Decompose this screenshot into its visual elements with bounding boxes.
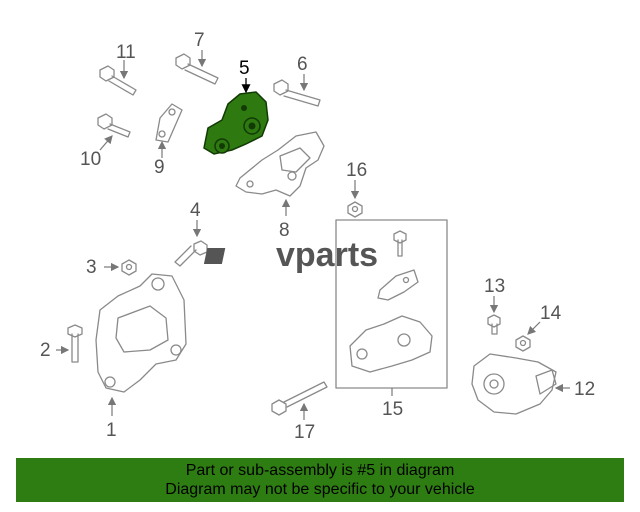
callout-15: 15 (382, 399, 403, 420)
part-3-nut[interactable]: 3 (86, 257, 137, 278)
footer-line-2: Diagram may not be specific to your vehi… (165, 481, 475, 498)
part-8-bracket[interactable]: 8 (235, 131, 325, 241)
part-9-bracket[interactable]: 9 (154, 103, 183, 178)
part-11-bolt[interactable]: 11 (99, 42, 137, 96)
part-10-bolt[interactable]: 10 (80, 113, 131, 170)
callout-16: 16 (346, 160, 367, 181)
callout-13: 13 (484, 276, 505, 297)
part-1-mount[interactable]: 1 (95, 273, 187, 441)
vparts-logo: vparts (203, 236, 378, 274)
part-7-bolt[interactable]: 7 (175, 30, 219, 85)
logo-text: vparts (276, 236, 378, 274)
footer-banner: Part or sub-assembly is #5 in diagram Di… (16, 458, 624, 502)
callout-17: 17 (294, 422, 315, 443)
part-2-bolt[interactable]: 2 (40, 324, 83, 363)
callout-11: 11 (116, 42, 136, 63)
part-16-nut[interactable]: 16 (346, 160, 367, 218)
callout-8: 8 (279, 220, 290, 241)
part-5-engine-mount[interactable]: 5 (203, 58, 269, 155)
parts-diagram: 11 10 9 7 5 6 (40, 30, 595, 443)
callout-14: 14 (540, 303, 562, 324)
part-13-bolt[interactable]: 13 (484, 276, 505, 335)
callout-3: 3 (86, 257, 97, 278)
part-17-bolt[interactable]: 17 (271, 381, 328, 443)
footer-line-1: Part or sub-assembly is #5 in diagram (185, 462, 455, 479)
callout-4: 4 (190, 200, 201, 221)
part-6-bolt[interactable]: 6 (273, 54, 321, 107)
part-4-bolt[interactable]: 4 (174, 200, 208, 267)
callout-12: 12 (574, 379, 595, 400)
callout-2: 2 (40, 340, 51, 361)
callout-1: 1 (106, 420, 117, 441)
callout-10: 10 (80, 149, 101, 170)
callout-9: 9 (154, 157, 165, 178)
callout-7: 7 (194, 30, 205, 51)
part-12-mount[interactable]: 12 (471, 353, 595, 415)
part-15-assembly[interactable]: 15 (335, 219, 448, 420)
callout-6: 6 (297, 54, 308, 75)
part-14-nut[interactable]: 14 (515, 303, 562, 352)
callout-5: 5 (239, 58, 250, 79)
